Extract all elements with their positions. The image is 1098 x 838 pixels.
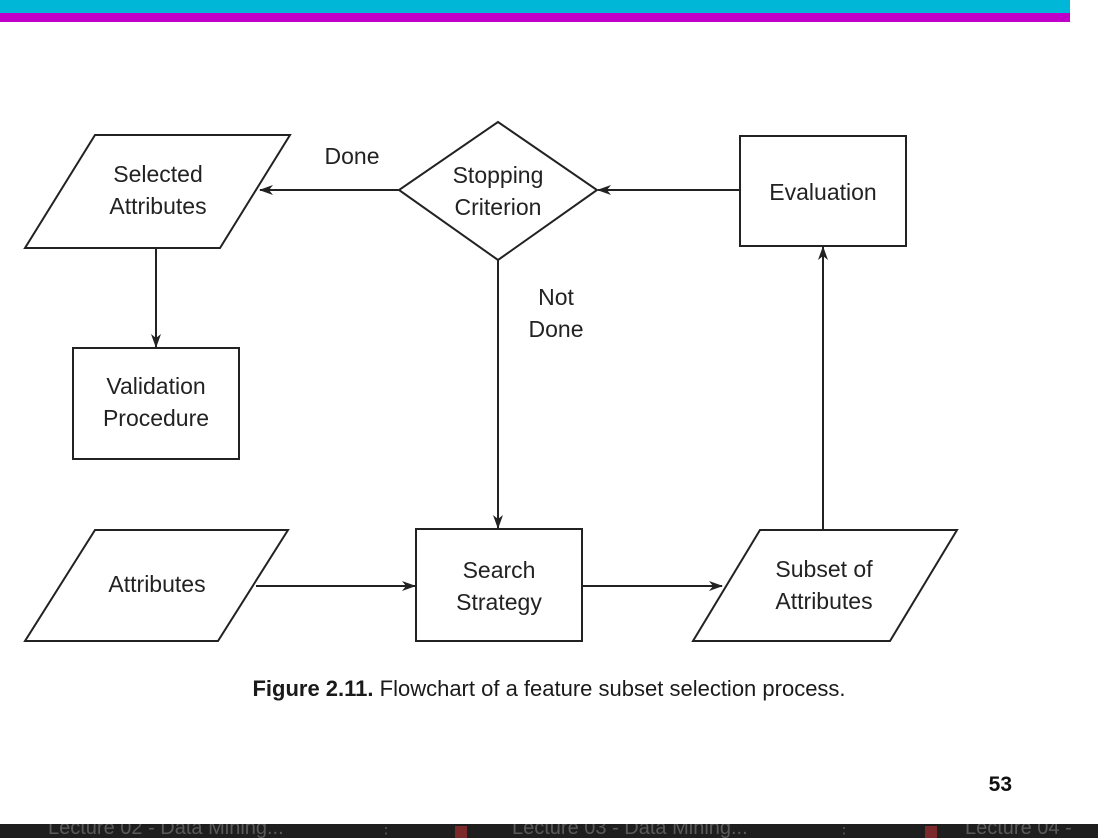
figure-caption-label: Figure 2.11. xyxy=(252,676,374,701)
selected-attributes-shape xyxy=(23,134,292,249)
search-strategy-label-2: Strategy xyxy=(456,589,542,615)
validation-procedure-shape xyxy=(72,347,240,460)
selected-attributes-label-2: Attributes xyxy=(109,193,206,219)
selected-attributes-label-1: Selected xyxy=(113,161,203,187)
figure-caption-text: Flowchart of a feature subset selection … xyxy=(379,676,846,701)
subset-of-attributes-label-2: Attributes xyxy=(775,588,872,614)
edge-label-not: Not xyxy=(538,284,574,310)
stopping-criterion-label-1: Stopping xyxy=(453,162,544,188)
taskbar-item-menu-icon-2[interactable]: ⋮ xyxy=(836,824,852,837)
edge-label-done: Done xyxy=(325,143,380,169)
validation-procedure-label-1: Validation xyxy=(106,373,205,399)
pdf-icon xyxy=(455,826,467,838)
taskbar-item-lecture-02[interactable]: Lecture 02 - Data Mining... xyxy=(48,824,284,838)
attributes-shape xyxy=(23,529,290,642)
pdf-icon-2 xyxy=(925,826,937,838)
taskbar-item-lecture-04[interactable]: Lecture 04 - xyxy=(965,824,1072,838)
attributes-label: Attributes xyxy=(108,571,205,597)
validation-procedure-label-2: Procedure xyxy=(103,405,209,431)
figure-caption: Figure 2.11. Flowchart of a feature subs… xyxy=(0,676,1098,702)
subset-of-attributes-shape xyxy=(691,529,959,642)
page-number: 53 xyxy=(988,773,1012,796)
search-strategy-shape xyxy=(415,528,583,642)
taskbar-item-menu-icon[interactable]: ⋮ xyxy=(378,824,394,837)
header-rule-cyan xyxy=(0,0,1070,13)
evaluation-label: Evaluation xyxy=(769,179,876,205)
stopping-criterion-shape xyxy=(397,120,599,262)
header-rule-magenta xyxy=(0,13,1070,22)
subset-of-attributes-label-1: Subset of xyxy=(775,556,873,582)
taskbar: Lecture 02 - Data Mining... ⋮ Lecture 03… xyxy=(0,824,1098,838)
flowchart: Selected Attributes Stopping Criterion E… xyxy=(23,120,959,642)
edge-label-done-2: Done xyxy=(529,316,584,342)
search-strategy-label-1: Search xyxy=(463,557,536,583)
taskbar-item-lecture-03[interactable]: Lecture 03 - Data Mining... xyxy=(512,824,748,838)
stopping-criterion-label-2: Criterion xyxy=(455,194,542,220)
